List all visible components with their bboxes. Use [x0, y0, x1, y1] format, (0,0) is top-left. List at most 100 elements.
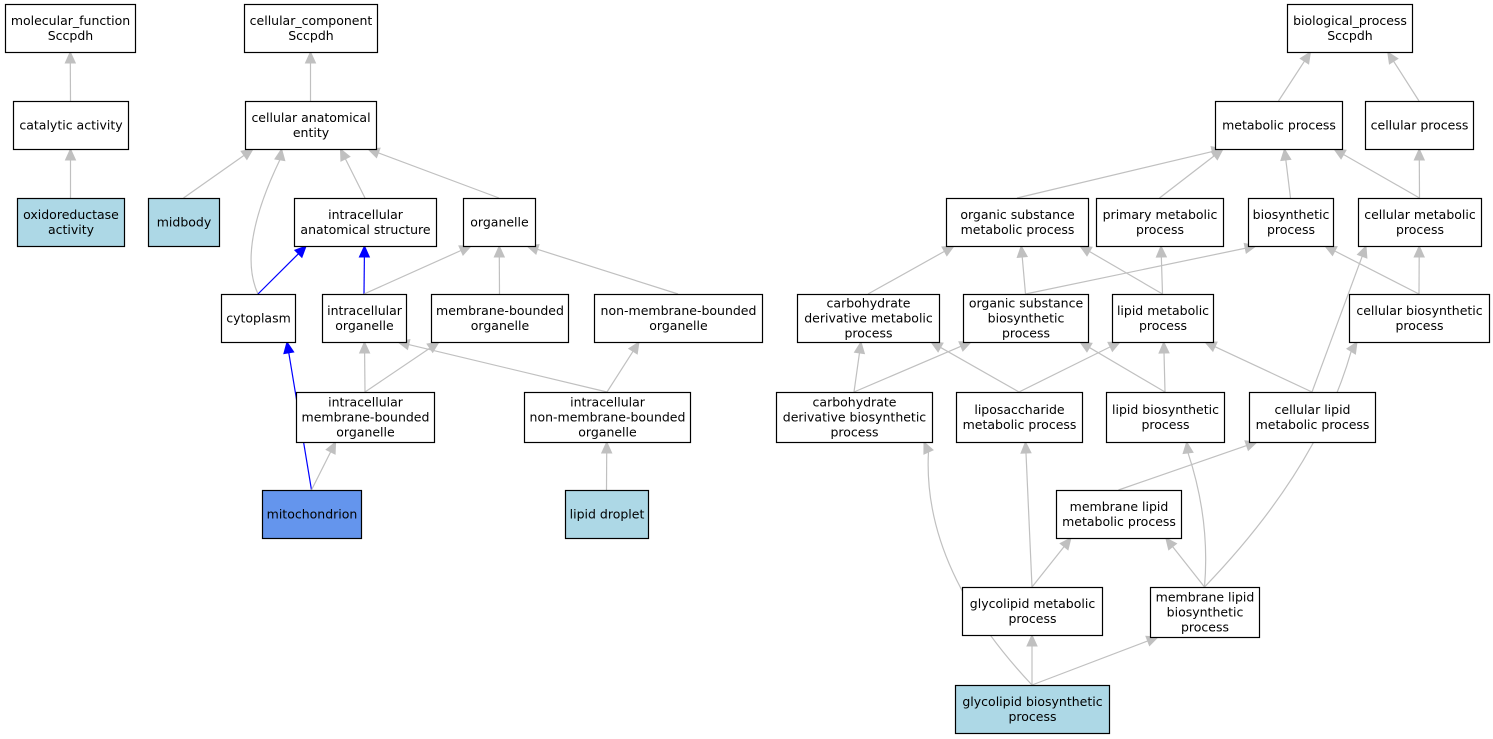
- node-label: process: [1008, 709, 1056, 724]
- node-label: process: [830, 425, 878, 440]
- node-label: cellular process: [1371, 118, 1469, 133]
- edge-line: [1204, 351, 1352, 588]
- edge-arrowhead: [293, 245, 308, 259]
- edge-line: [1160, 256, 1164, 295]
- edge-membrane_lipid_biosynthetic_process-to-lipid_biosynthetic_process: [1182, 440, 1207, 588]
- edge-arrowhead: [1387, 50, 1399, 65]
- node-label: catalytic activity: [19, 118, 123, 133]
- node-label: organic substance: [969, 296, 1084, 311]
- edge-line: [408, 343, 608, 393]
- edge-catalytic_activity-to-molecular_function: [64, 50, 77, 102]
- edge-membrane_lipid_metabolic_process-to-cellular_lipid_metabolic_process: [1118, 440, 1259, 491]
- node-label: mitochondrion: [267, 507, 358, 522]
- node-midbody[interactable]: midbody: [147, 197, 221, 248]
- edge-glycolipid_biosynthetic_process-to-carbohydrate_derivative_biosynthetic_process: [923, 440, 1033, 686]
- edge-arrowhead: [304, 50, 317, 64]
- edge-line: [1021, 256, 1027, 295]
- node-label: intracellular: [328, 395, 404, 410]
- node-cytoplasm[interactable]: cytoplasm: [220, 293, 297, 344]
- edge-membrane_bounded_organelle-to-organelle: [493, 244, 506, 295]
- node-box: [945, 197, 1090, 248]
- edge-liposaccharide_metabolic_process-to-lipid_metabolic_process: [1018, 341, 1122, 393]
- node-box: [954, 684, 1111, 735]
- node-label: cytoplasm: [226, 311, 291, 326]
- node-intracellular-non-membrane-bounded-organelle[interactable]: intracellularnon-membrane-boundedorganel…: [523, 391, 692, 444]
- node-label: Sccpdh: [288, 28, 333, 43]
- edge-line: [1016, 150, 1213, 199]
- node-box: [220, 293, 297, 344]
- node-box: [1111, 293, 1215, 344]
- edge-layer: [64, 50, 1426, 686]
- node-label: non-membrane-bounded: [530, 410, 686, 425]
- node-box: [775, 391, 934, 444]
- node-label: membrane-bounded: [436, 303, 564, 318]
- node-label: glycolipid metabolic: [970, 596, 1096, 611]
- node-label: intracellular: [327, 303, 403, 318]
- node-label: biosynthetic: [988, 311, 1065, 326]
- node-mitochondrion[interactable]: mitochondrion: [261, 489, 363, 540]
- node-label: organelle: [335, 318, 394, 333]
- node-box: [1105, 391, 1226, 444]
- node-label: membrane-bounded: [302, 410, 430, 425]
- node-box: [16, 197, 126, 248]
- edge-cellular_anatomical_entity-to-cellular_component: [304, 50, 317, 101]
- edge-arrowhead: [1020, 440, 1032, 454]
- edge-arrowhead: [941, 245, 956, 257]
- node-box: [1248, 391, 1377, 444]
- edge-line: [364, 347, 431, 393]
- node-label: process: [1181, 620, 1229, 635]
- edge-line: [1159, 155, 1215, 199]
- edge-lipid_metabolic_process-to-primary_metabolic_process: [1155, 244, 1168, 295]
- node-lipid-droplet[interactable]: lipid droplet: [564, 489, 650, 540]
- edge-arrowhead: [493, 244, 506, 258]
- edge-arrowhead: [358, 244, 371, 258]
- node-cellular-process[interactable]: cellular process: [1364, 100, 1475, 151]
- edge-arrowhead: [64, 50, 77, 64]
- node-label: glycolipid biosynthetic: [962, 694, 1102, 709]
- node-box: [4, 3, 137, 54]
- edge-cellular_lipid_metabolic_process-to-cellular_metabolic_process: [1311, 244, 1368, 393]
- node-label: derivative metabolic: [804, 311, 933, 326]
- node-label: lipid biosynthetic: [1112, 402, 1219, 417]
- node-label: membrane lipid: [1070, 499, 1169, 514]
- node-metabolic-process[interactable]: metabolic process: [1214, 100, 1344, 151]
- edge-liposaccharide_metabolic_process-to-carbohydrate_derivative_metabolic_process: [929, 341, 1020, 393]
- node-organelle[interactable]: organelle: [462, 197, 537, 248]
- edge-organic_substance_biosynthetic_process-to-biosynthetic_process: [1025, 242, 1258, 295]
- node-box: [955, 391, 1084, 444]
- edge-line: [1025, 247, 1246, 295]
- node-label: biosynthetic: [1253, 207, 1330, 222]
- node-label: midbody: [157, 215, 212, 230]
- edge-carbohydrate_derivative_biosynthetic_process-to-organic_substance_biosynthetic_process: [853, 341, 973, 393]
- edge-line: [183, 154, 245, 199]
- edge-arrowhead: [1413, 147, 1426, 161]
- node-catalytic-activity[interactable]: catalytic activity: [12, 100, 130, 151]
- edge-arrowhead: [358, 340, 371, 354]
